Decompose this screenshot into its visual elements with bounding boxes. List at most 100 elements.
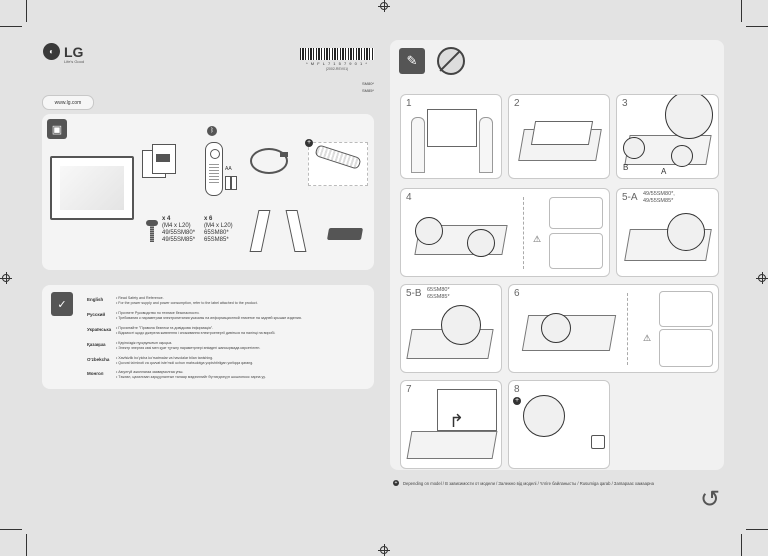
detail-box-bottom: [659, 329, 713, 367]
screw-icon: [150, 226, 154, 242]
step-5a-models: 49/55SM80*, 49/55SM85*: [643, 191, 675, 205]
step-number: 7: [406, 384, 412, 395]
label-a: A: [661, 167, 667, 176]
power-cable-illustration: [250, 148, 288, 174]
screw-icon: [146, 220, 158, 226]
barcode: [300, 48, 374, 60]
website-link[interactable]: www.lg.com: [42, 95, 94, 110]
detail-box-top: [659, 291, 713, 327]
model-item: SM80*: [361, 81, 374, 86]
step-2-panel: 2: [508, 94, 610, 179]
model-item: SM85*: [361, 88, 374, 93]
screw-spec-1: (M4 x L20): [162, 223, 191, 229]
language-text: • Қауіпсіздік нұсқаулығын оқыңыз.• Элект…: [116, 341, 356, 351]
language-name: Українська: [87, 327, 112, 332]
plus-icon: +: [513, 397, 521, 405]
step-number: 4: [406, 192, 412, 203]
detail-box-bottom: [549, 233, 603, 269]
detail-circle-a: [671, 145, 693, 167]
tv-upright-illustration: [437, 389, 497, 431]
lg-logo: ◐ LG: [43, 43, 83, 60]
screw-spec-2: (M4 x L20): [204, 223, 233, 229]
document-check-icon: ✓: [51, 292, 73, 316]
tv-in-box: [530, 121, 594, 145]
language-text: • Аюулгүй ажиллагаа зааварчилгаа унш.• Т…: [116, 370, 356, 380]
screw-model-2b: 65SM85*: [204, 237, 229, 243]
language-text: • Xavfsizlik bo'yicha ko'rsatmalar va ha…: [116, 356, 356, 366]
registration-mark: [378, 544, 390, 556]
box-contents-panel: ▣ ᛒ AA +: [42, 114, 374, 270]
screw-model-2a: 65SM80*: [204, 230, 229, 236]
screws-set-1: x 4 (M4 x L20) 49/55SM80* 49/55SM85*: [134, 216, 195, 244]
screw-count-1: x 4: [162, 216, 171, 222]
manuals-illustration: [142, 140, 178, 180]
screw-count-2: x 6: [204, 216, 213, 222]
step-8-panel: 8 +: [508, 380, 610, 469]
language-name: Монгол: [87, 371, 104, 376]
step-number: 1: [406, 98, 412, 109]
language-name: Қазақша: [87, 342, 106, 347]
lift-arrow-icon: ↱: [449, 411, 465, 431]
warning-icon: ⚠: [643, 333, 652, 343]
language-line: • Қауіпсіздік нұсқаулығын оқыңыз.: [116, 341, 173, 345]
prohibited-icon: [437, 47, 465, 75]
barcode-code: (2002-REV01): [325, 67, 349, 71]
model-item: 49/55SM80*,: [643, 191, 675, 197]
divider: [523, 197, 524, 269]
language-name: Русский: [87, 312, 106, 317]
warning-icon: ⚠: [533, 234, 542, 244]
label-b: B: [623, 163, 629, 172]
detail-circle: [467, 229, 495, 257]
language-line: • Відомості щодо джерела живлення і спож…: [116, 331, 276, 335]
step-number: 2: [514, 98, 520, 109]
stand-illustration: [249, 210, 271, 252]
model-item: 65SM80*: [427, 287, 450, 293]
logo-text: LG: [64, 43, 84, 60]
detail-circle: [441, 305, 481, 345]
detail-circle: [667, 213, 705, 251]
screws-set-2: x 6 (M4 x L20) 65SM80* 65SM85*: [204, 216, 233, 244]
package-icon: ▣: [47, 119, 67, 139]
footnote-text: Depending on model / В зависимости от мо…: [403, 480, 654, 486]
step-number: 5-B: [406, 288, 422, 299]
divider: [627, 293, 628, 365]
detail-circle-stand: [665, 95, 713, 139]
detail-circle-b: [623, 137, 645, 159]
wall-outlet-icon: [591, 435, 605, 449]
bluetooth-icon: ᛒ: [207, 126, 217, 136]
step-3-panel: 3 B A: [616, 94, 719, 179]
crop-mark: [741, 0, 742, 22]
crop-mark: [741, 534, 742, 556]
language-line: • Read Safety and Reference.: [116, 296, 164, 300]
optional-accessory-box: +: [305, 139, 368, 186]
model-item: 49/55SM85*: [643, 198, 674, 204]
step-number: 8: [514, 384, 520, 395]
registration-mark: [378, 0, 390, 12]
stand-cover-illustration: [326, 228, 364, 240]
stand-illustration: [285, 210, 307, 252]
footnote: + Depending on model / В зависимости от …: [393, 480, 654, 486]
plus-icon: +: [305, 139, 313, 147]
registration-mark: [756, 272, 768, 284]
language-line: • Требования к параметрам электропитания…: [116, 316, 302, 320]
language-line: • Прочитайте "Правила безпеки та довідко…: [116, 326, 214, 330]
detail-circle: [415, 217, 443, 245]
language-line: • Тэжээл, цахилгаан зарцуулалтын талаар …: [116, 375, 266, 379]
step-5b-models: 65SM80* 65SM85*: [427, 287, 450, 301]
model-item: 65SM85*: [427, 294, 450, 300]
language-line: • Quvvat ta'minoti va quvvat iste'moli u…: [116, 361, 254, 365]
box-illustration: [406, 431, 498, 459]
plus-icon: +: [393, 480, 399, 486]
battery-label: AA: [225, 166, 232, 172]
step-7-panel: 7 ↱: [400, 380, 502, 469]
language-line: • Электр энергия көзі мен қуат тұтыну па…: [116, 346, 261, 350]
step-4-panel: 4 🔒 ⚠: [400, 188, 610, 277]
crop-mark: [746, 529, 768, 530]
power-plug: [280, 152, 288, 157]
step-5a-panel: 5-A 49/55SM80*, 49/55SM85*: [616, 188, 719, 277]
step-number: 6: [514, 288, 520, 299]
step-1-panel: 1: [400, 94, 502, 179]
remote-control-illustration: [205, 142, 223, 196]
lg-face-icon: ◐: [43, 43, 60, 60]
